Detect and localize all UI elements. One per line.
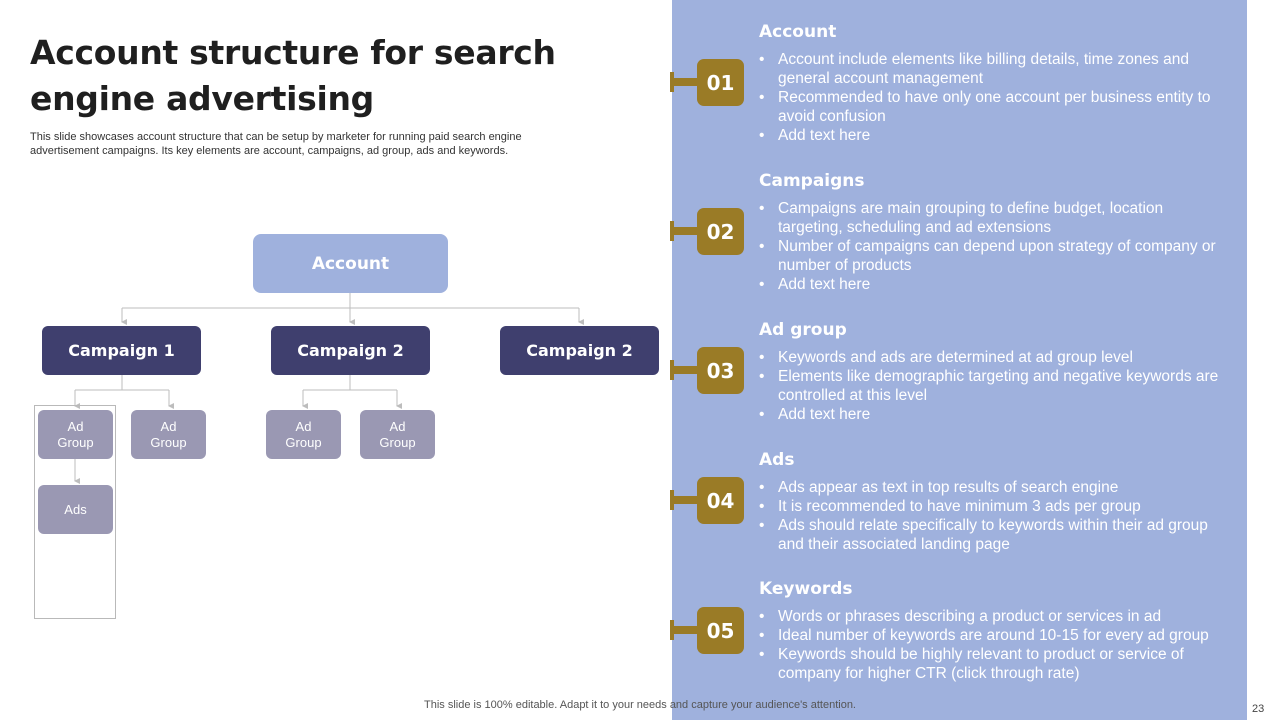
slide-subtitle: This slide showcases account structure t… [30, 131, 522, 157]
node-campaign-2: Campaign 2 [271, 326, 430, 375]
account-structure-diagram: Account Campaign 1 Campaign 2 Campaign 2… [34, 234, 659, 619]
section-number-badge: 04 [697, 477, 744, 524]
node-campaign-3: Campaign 2 [500, 326, 659, 375]
node-ads: Ads [38, 485, 113, 534]
section-connector [670, 620, 702, 640]
bullet-item: Ideal number of keywords are around 10-1… [759, 626, 1229, 645]
section-title: Campaigns [759, 171, 865, 191]
section-bullets: Campaigns are main grouping to define bu… [759, 199, 1229, 294]
section-connector [670, 360, 702, 380]
node-ad-group-1: Ad Group [38, 410, 113, 459]
section-bullets: Account include elements like billing de… [759, 50, 1229, 145]
node-ad-group-4: Ad Group [360, 410, 435, 459]
node-ad-group-3: Ad Group [266, 410, 341, 459]
connector-lines [74, 293, 584, 484]
section-number-badge: 01 [697, 59, 744, 106]
bullet-item: Ads should relate specifically to keywor… [759, 516, 1229, 554]
ads-group-frame [34, 405, 116, 619]
bullet-item: Campaigns are main grouping to define bu… [759, 199, 1229, 237]
section-title: Ads [759, 450, 795, 470]
section-connector [670, 72, 702, 92]
bullet-item: Keywords should be highly relevant to pr… [759, 645, 1229, 683]
section-bullets: Keywords and ads are determined at ad gr… [759, 348, 1229, 424]
node-account: Account [253, 234, 448, 293]
section-bullets: Words or phrases describing a product or… [759, 607, 1229, 683]
section-number-badge: 05 [697, 607, 744, 654]
node-ad-group-2: Ad Group [131, 410, 206, 459]
bullet-item: Ads appear as text in top results of sea… [759, 478, 1229, 497]
section-connector [670, 490, 702, 510]
bullet-item: Words or phrases describing a product or… [759, 607, 1229, 626]
bullet-item: Elements like demographic targeting and … [759, 367, 1229, 405]
section-title: Keywords [759, 579, 853, 599]
node-campaign-1: Campaign 1 [42, 326, 201, 375]
section-title: Ad group [759, 320, 847, 340]
bullet-item: It is recommended to have minimum 3 ads … [759, 497, 1229, 516]
section-connector [670, 221, 702, 241]
bullet-item: Add text here [759, 275, 1229, 294]
bullet-item: Add text here [759, 405, 1229, 424]
footer-note: This slide is 100% editable. Adapt it to… [424, 699, 856, 711]
slide-title: Account structure for search engine adve… [30, 33, 556, 118]
section-number-badge: 02 [697, 208, 744, 255]
section-bullets: Ads appear as text in top results of sea… [759, 478, 1229, 554]
bullet-item: Account include elements like billing de… [759, 50, 1229, 88]
bullet-item: Keywords and ads are determined at ad gr… [759, 348, 1229, 367]
bullet-item: Add text here [759, 126, 1229, 145]
bullet-item: Recommended to have only one account per… [759, 88, 1229, 126]
section-title: Account [759, 22, 837, 42]
details-panel: 01 Account Account include elements like… [670, 0, 1247, 720]
section-number-badge: 03 [697, 347, 744, 394]
page-number: 23 [1252, 703, 1265, 715]
bullet-item: Number of campaigns can depend upon stra… [759, 237, 1229, 275]
